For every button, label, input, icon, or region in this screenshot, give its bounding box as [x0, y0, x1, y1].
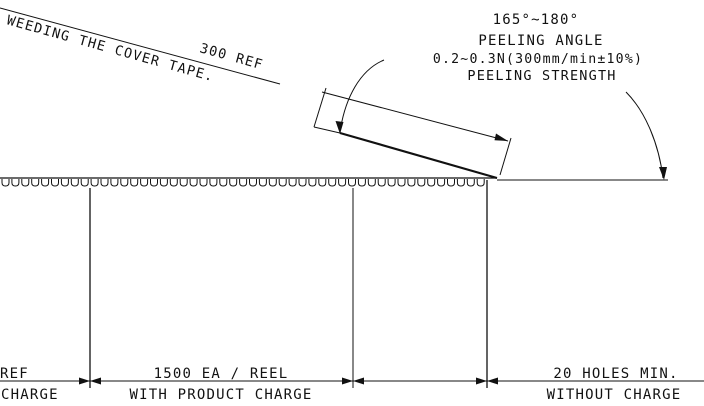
arrowhead-1-left — [79, 377, 90, 385]
cover-tape — [339, 131, 498, 180]
carrier-tape-pockets — [1, 179, 485, 187]
cover-tape-label: WEEDING THE COVER TAPE. — [5, 12, 216, 85]
ref-arrowhead-right — [494, 133, 508, 141]
arrowhead-1-right — [90, 377, 101, 385]
arrowhead-3-right — [487, 377, 498, 385]
left-charge-label: CHARGE — [1, 387, 59, 403]
angle-arrowhead-right — [659, 167, 667, 180]
angle-arrowhead-left — [335, 121, 344, 134]
quantity-per-reel-label: 1500 EA / REEL — [154, 366, 289, 382]
holes-min-label: 20 HOLES MIN. — [553, 366, 678, 382]
angle-arc-right — [625, 91, 664, 179]
cover-tape-leader-line — [0, 7, 281, 85]
extension-line-right — [499, 137, 512, 176]
without-charge-label: WITHOUT CHARGE — [547, 387, 682, 403]
carrier-tape — [0, 177, 497, 187]
peeling-strength-label: PEELING STRENGTH — [467, 68, 616, 84]
peeling-angle-dimension — [335, 59, 667, 180]
ref-300-dimension — [313, 87, 512, 176]
arrowhead-2-left — [342, 377, 353, 385]
bottom-dimension — [0, 377, 704, 385]
arrowhead-2-right — [353, 377, 364, 385]
angle-value-label: 165°~180° — [493, 12, 580, 28]
cover-tape-end — [313, 126, 341, 134]
arrowhead-3-left — [476, 377, 487, 385]
angle-arc-left — [339, 59, 385, 133]
peeling-angle-label: PEELING ANGLE — [478, 33, 603, 49]
left-ref-label: REF — [0, 366, 29, 382]
with-product-charge-label: WITH PRODUCT CHARGE — [130, 387, 313, 403]
strength-value-label: 0.2~0.3N(300mm/min±10%) — [433, 52, 643, 67]
ref-dimension-line — [321, 91, 509, 142]
extension-line-left — [313, 87, 327, 128]
